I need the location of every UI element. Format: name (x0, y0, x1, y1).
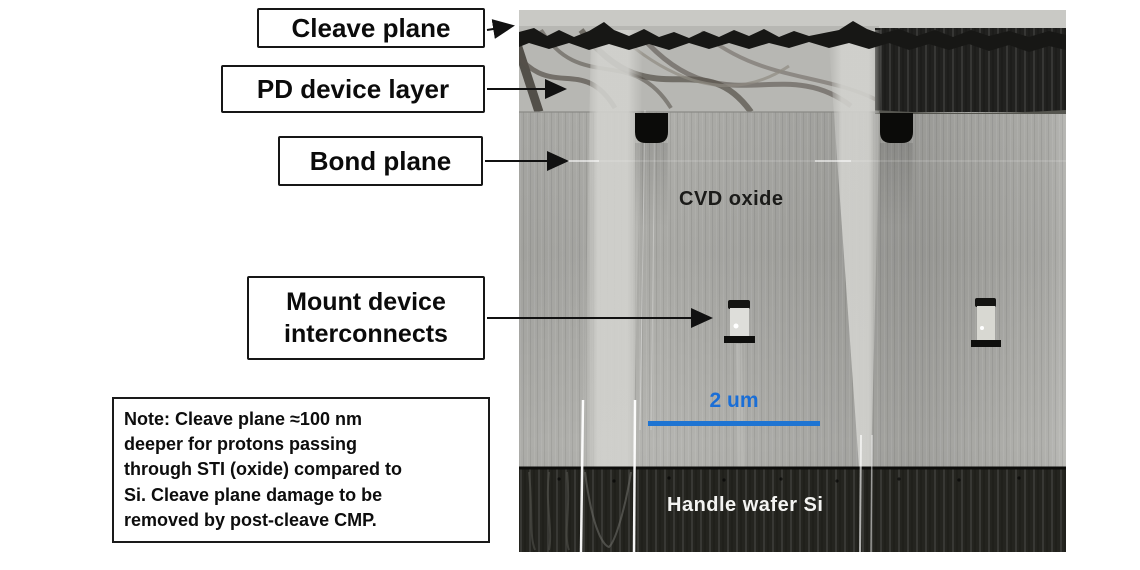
mount-interconnects-label-line1: Mount device (286, 287, 446, 316)
cleave-plane-arrow (486, 19, 515, 39)
pd-device-layer-callout: PD device layer (221, 65, 485, 113)
note-line: Si. Cleave plane damage to be (124, 484, 383, 505)
scale-bar (648, 421, 820, 426)
cvd-oxide-label: CVD oxide (679, 188, 784, 210)
note-line: deeper for protons passing (124, 434, 358, 455)
note-line: removed by post-cleave CMP. (124, 509, 377, 530)
mount-interconnects-callout: Mount device interconnects (247, 276, 485, 360)
mount-interconnects-label-line2: interconnects (284, 320, 448, 348)
cleave-plane-label: Cleave plane (291, 12, 451, 43)
bond-plane-label: Bond plane (309, 145, 452, 176)
scale-bar-label: 2 um (709, 389, 759, 412)
sem-image-art (519, 10, 1066, 552)
bond-plane-callout: Bond plane (278, 136, 483, 186)
note-line: Note: Cleave plane ≈100 nm (124, 409, 362, 429)
sem-micrograph: CVD oxide 2 um Handle wafer Si (519, 10, 1066, 552)
pd-device-layer-label: PD device layer (256, 73, 450, 104)
handle-wafer-label: Handle wafer Si (667, 494, 824, 516)
note-line: through STI (oxide) compared to (124, 459, 402, 480)
cleave-plane-callout: Cleave plane (257, 8, 485, 48)
note-box: Note: Cleave plane ≈100 nm deeper for pr… (112, 397, 490, 543)
